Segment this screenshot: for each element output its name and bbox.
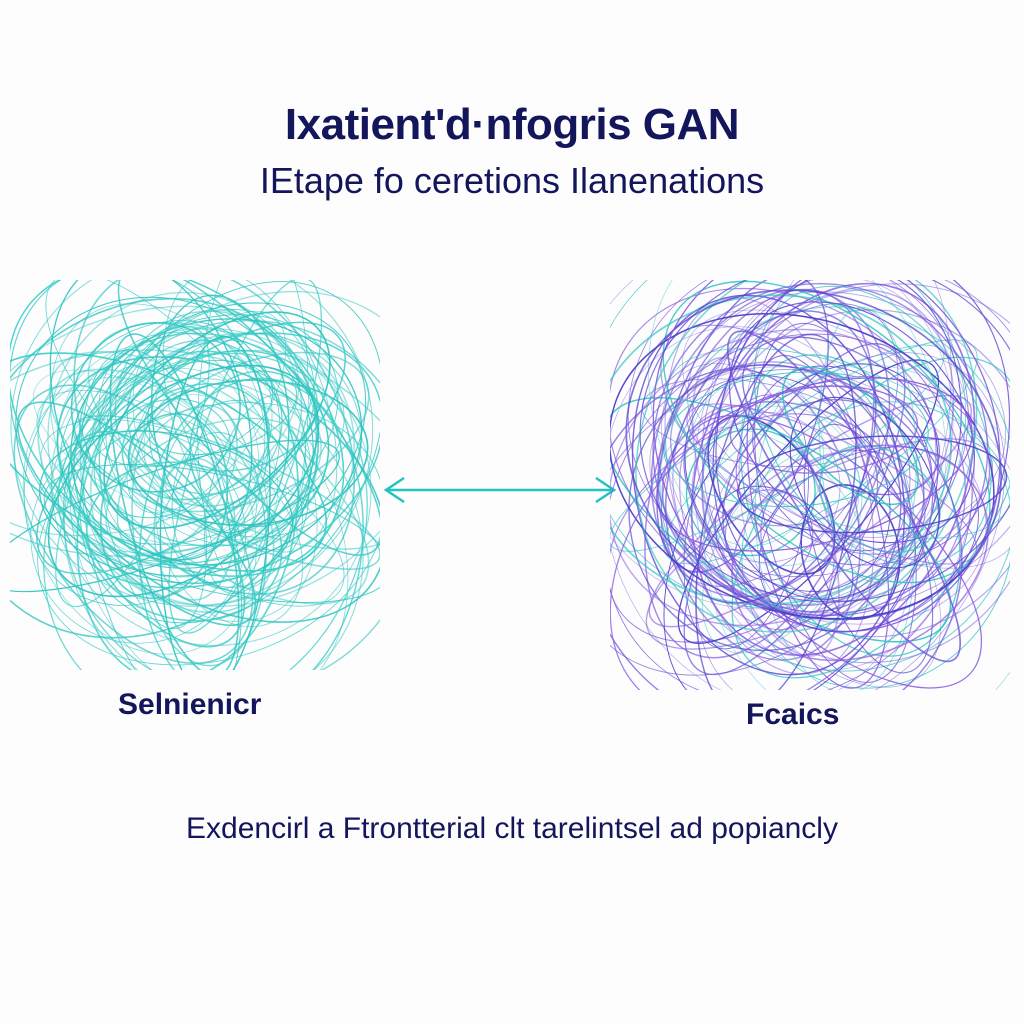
scribble-loop [30,429,247,644]
scribble-loop [10,305,300,537]
scribble-loop [818,306,917,583]
left-node-label: Selnienicr [118,688,262,721]
scribble-loop [203,394,307,595]
scribble-loop [610,385,934,690]
scribble-loop [695,352,1005,690]
scribble-loop [753,285,992,566]
scribble-loop [737,435,1008,534]
scribble-loop [781,366,919,506]
scribble-loop [610,364,963,690]
scribble-loop [10,352,328,572]
bidirectional-arrow-icon [383,476,617,504]
scribble-loop [37,368,275,614]
scribble-loop [48,350,370,605]
scribble-loop [143,394,279,541]
scribble-loop [803,423,934,674]
scribble-loop [93,398,231,519]
scribble-loop [726,330,962,663]
scribble-loop [72,415,380,570]
scribble-loop [105,309,315,520]
scribble-loop [729,301,975,544]
scribble-loop [704,364,1010,690]
scribble-loop [114,310,303,507]
scribble-loop [652,280,1001,633]
scribble-loop [652,283,989,616]
scribble-loop [69,367,349,670]
scribble-loop [679,405,835,631]
scribble-loop [73,302,367,569]
scribble-loop [818,444,941,554]
scribble-loop [663,339,978,565]
scribble-loop [15,296,314,577]
scribble-loop [22,376,257,655]
scribble-loop [57,332,380,589]
scribble-loop [715,280,962,600]
scribble-loop [649,366,987,625]
scribble-loop [693,280,975,671]
scribble-loop [62,319,380,670]
footer-caption: Exdencirl a Ftrontterial clt tarelintsel… [186,812,838,845]
scribble-loop [126,310,287,514]
scribble-loop [129,351,370,513]
scribble-loop [56,356,380,623]
right-node-label: Fcaics [746,698,840,731]
scribble-loop [63,377,364,670]
scribble-loop [664,297,875,675]
scribble-loop [627,280,969,577]
scribble-loop [789,396,940,569]
scribble-loop [729,385,919,474]
scribble-loop [50,327,372,646]
scribble-loop [610,397,952,643]
scribble-loop [683,414,983,689]
scribble-loop [687,291,1006,538]
left-scribble-cloud [10,280,380,670]
scribble-loop [121,383,271,501]
scribble-loop [672,283,1010,614]
scribble-loop [665,310,877,604]
scribble-loop [741,401,1010,689]
scribble-loop [639,280,1010,603]
scribble-loop [695,333,857,690]
scribble-loop [73,280,356,595]
scribble-loop [70,321,241,493]
page-title: Ixatient'd·nfogris GAN [284,100,740,149]
scribble-loop [663,371,929,507]
scribble-loop [746,354,890,689]
page-subtitle: IEtape fo ceretions Ilanenations [259,160,765,201]
scribble-loop [735,376,990,566]
scribble-loop [10,280,345,577]
scribble-loop [43,352,368,670]
scribble-loop [117,280,380,556]
right-scribble-cloud [610,280,1010,690]
scribble-loop [610,294,952,606]
scribble-loop [76,350,299,670]
scribble-loop [47,364,320,598]
scribble-loop [610,328,937,627]
scribble-loop [160,399,310,588]
scribble-loop [686,403,978,565]
scribble-loop [103,311,331,529]
scribble-loop [36,390,345,607]
scribble-loop [10,280,374,607]
scribble-loop [47,291,317,578]
scribble-loop [109,333,240,670]
scribble-loop [159,335,271,670]
